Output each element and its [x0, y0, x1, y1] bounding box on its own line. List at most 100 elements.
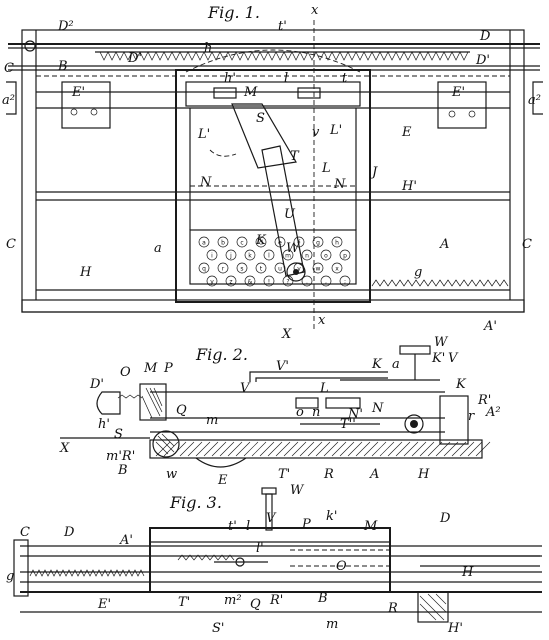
type-character-glyph: i	[211, 253, 213, 260]
fig3-label: B	[317, 591, 328, 606]
fig2-label: N	[371, 401, 384, 416]
hatch-line	[307, 441, 323, 457]
hatch-line	[203, 441, 219, 457]
fig1-label: J	[369, 165, 378, 180]
fig2-label: n	[312, 405, 320, 420]
fig1-label: a²	[2, 93, 15, 108]
type-character: w	[312, 262, 324, 274]
type-character-glyph: c	[240, 240, 243, 247]
type-character-glyph: e	[278, 240, 282, 247]
type-character: ;	[339, 275, 351, 287]
fig3-label: m²	[224, 593, 242, 608]
fig1-lug-t	[297, 87, 321, 99]
type-character: d	[255, 236, 267, 248]
fig1-label: L'	[197, 127, 210, 142]
type-character: u	[274, 262, 286, 274]
fig3-stem-v	[265, 493, 273, 531]
type-character: g	[312, 236, 324, 248]
fig1-label: L'	[329, 123, 342, 138]
fig3-label: V	[266, 511, 277, 526]
fig2-label: V	[240, 381, 251, 396]
fig3-label: R	[387, 601, 398, 616]
type-character-ring	[244, 249, 256, 261]
fig3-label: M	[363, 519, 378, 534]
fig3-label: l'	[256, 541, 264, 556]
type-character-ring	[236, 262, 248, 274]
type-character-ring	[274, 262, 286, 274]
fig1-plate-e1-right	[437, 81, 487, 129]
type-character: e	[274, 236, 286, 248]
type-character-ring	[263, 249, 275, 261]
type-character: p	[339, 249, 351, 261]
fig1-label: D²	[57, 19, 74, 34]
fig2-label: O	[120, 365, 131, 380]
hatch-line	[211, 441, 227, 457]
type-character-glyph: r	[222, 266, 225, 273]
fig1-label: N	[333, 177, 346, 192]
type-character-ring	[320, 249, 332, 261]
fig1-carriage-frame	[175, 69, 371, 303]
type-character-ring	[320, 275, 332, 287]
fig3-label: A'	[119, 533, 133, 548]
fig1-label: A'	[483, 319, 497, 334]
hatch-line	[379, 441, 395, 457]
type-character: ?	[282, 275, 294, 287]
type-character-glyph: a	[202, 240, 206, 247]
type-character-ring	[339, 249, 351, 261]
type-character: r	[217, 262, 229, 274]
fig2-label: m	[206, 413, 218, 428]
fig2-title: Fig. 2.	[195, 345, 248, 364]
fig1-label: B	[57, 59, 68, 74]
fig1-label: H'	[401, 179, 417, 194]
type-character: v	[293, 262, 305, 274]
fig2-label: P	[163, 361, 173, 376]
fig1-label: D	[479, 29, 491, 44]
fig3-label: m	[326, 617, 338, 632]
hatch-line	[467, 441, 483, 457]
type-character-ring	[263, 275, 275, 287]
type-character-glyph: ?	[286, 279, 289, 286]
type-character-glyph: s	[240, 266, 243, 273]
type-character: i	[206, 249, 218, 261]
type-character: t	[255, 262, 267, 274]
fig2-label: o	[296, 405, 304, 420]
fig1-dashed-arc	[185, 49, 361, 73]
fig1-label: h	[204, 41, 212, 56]
fig1-stylus-w	[286, 262, 306, 282]
fig2-block-m	[139, 383, 167, 421]
hatch-line	[323, 441, 339, 457]
hatch-line	[475, 441, 491, 457]
fig1-label: E'	[71, 85, 85, 100]
fig2-label: R'	[477, 393, 491, 408]
fig2-label: N'	[347, 407, 363, 422]
type-character-ring	[225, 275, 237, 287]
fig3-key-w	[261, 487, 277, 495]
type-character-ring	[293, 236, 305, 248]
fig3-label: H'	[447, 621, 463, 636]
type-character: z	[225, 275, 237, 287]
fig3-label: D	[439, 511, 451, 526]
fig3-title: Fig. 3.	[169, 493, 222, 512]
fig3-spring	[177, 554, 235, 561]
hatch-line	[235, 441, 251, 457]
fig3-label: S'	[212, 621, 224, 636]
type-character-ring	[198, 262, 210, 274]
figure-1: Fig. 1. x	[2, 3, 543, 342]
type-character-glyph: n	[305, 253, 309, 260]
type-character-glyph: t	[260, 266, 263, 273]
fig3-rack-left	[29, 569, 145, 577]
fig3-label: g	[6, 569, 14, 584]
fig2-label: T'	[278, 467, 290, 482]
fig3-label: T'	[178, 595, 190, 610]
fig1-lever-s	[231, 103, 297, 169]
hatch-line	[411, 441, 427, 457]
fig1-label: t'	[278, 19, 287, 34]
hatch-line	[315, 441, 331, 457]
fig3-labels: W C D A' V t' l P k' M D g l' O H E' T' …	[6, 483, 474, 636]
figure-2: Fig. 2. O M	[59, 335, 501, 488]
fig2-label: a	[392, 357, 400, 372]
fig2-roller-b	[152, 430, 180, 458]
hatch-line	[251, 441, 267, 457]
type-character-glyph: m	[285, 253, 291, 260]
fig3-label: l	[246, 519, 250, 534]
